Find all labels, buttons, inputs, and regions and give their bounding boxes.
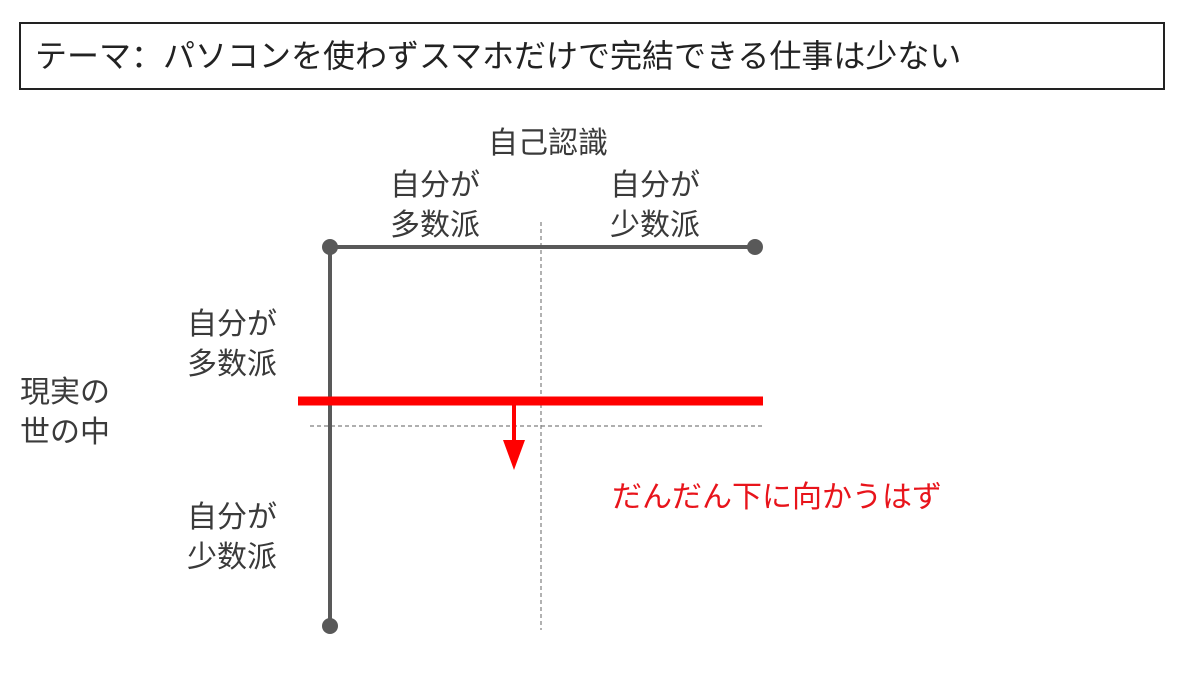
axis-origin-dot — [322, 239, 338, 255]
x-axis-title: 自己認識 — [488, 126, 608, 161]
y-axis-top-label: 自分が 多数派 — [187, 307, 277, 382]
y-axis-end-dot — [322, 618, 338, 634]
x-axis-right-label: 自分が 少数派 — [610, 168, 700, 243]
down-arrow-head — [503, 440, 525, 470]
theme-title: テーマ：パソコンを使わずスマホだけで完結できる仕事は少ない — [35, 37, 962, 75]
annotation-text: だんだん下に向かうはず — [612, 480, 942, 515]
theme-box: テーマ：パソコンを使わずスマホだけで完結できる仕事は少ない — [19, 22, 1165, 90]
x-axis-end-dot — [747, 239, 763, 255]
y-axis-bottom-label: 自分が 少数派 — [187, 500, 277, 575]
y-axis-title: 現実の 世の中 — [20, 375, 110, 450]
x-axis-left-label: 自分が 多数派 — [390, 168, 480, 243]
